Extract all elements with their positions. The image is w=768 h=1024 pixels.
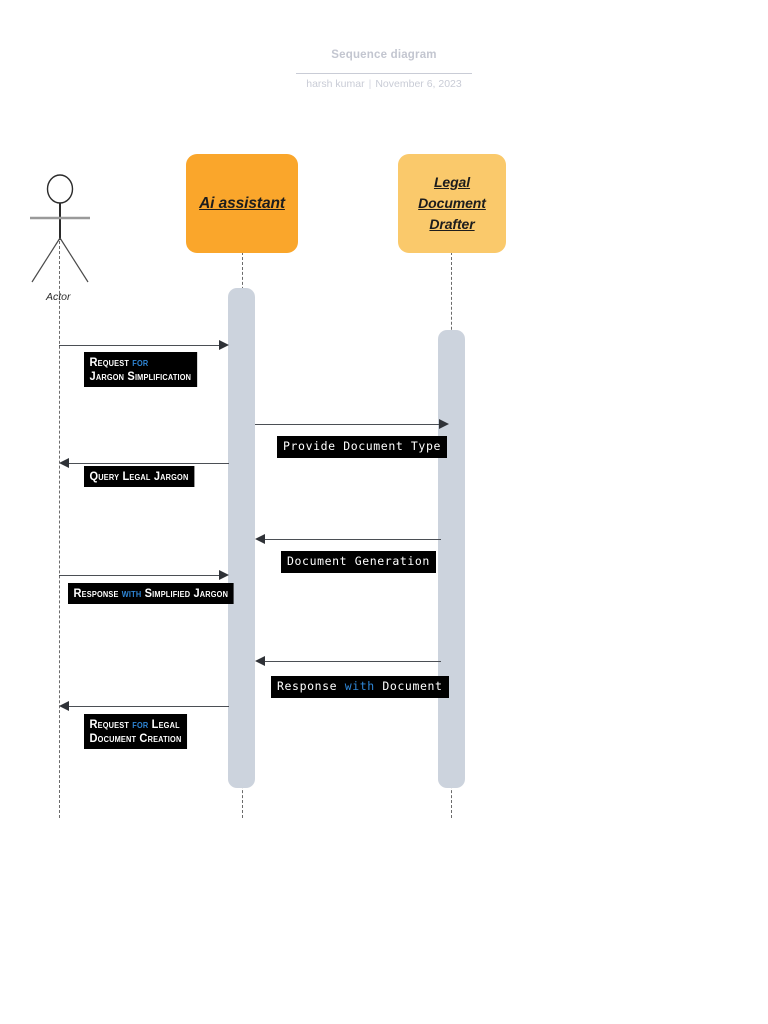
participant-label-legal-document-drafter: Legal Document Drafter — [418, 172, 486, 235]
activation-bar-ai-assistant — [228, 288, 255, 788]
message-line-7 — [69, 706, 229, 707]
message-arrowhead-6 — [255, 656, 265, 666]
message-arrowhead-2 — [439, 419, 449, 429]
byline-author: harsh kumar — [306, 78, 365, 90]
message-label-4-text: Document Generation — [287, 554, 430, 568]
message-label-5-text: Response with Simplified Jargon — [73, 586, 229, 600]
message-label-2: Provide Document Type — [277, 436, 447, 458]
message-label-7: Request for Legal Document Creation — [84, 714, 187, 749]
document-header: Sequence diagram harsh kumar|November 6,… — [0, 48, 768, 91]
message-label-2-text: Provide Document Type — [283, 439, 441, 453]
message-label-1-line-1: Request for — [89, 355, 149, 369]
message-line-6 — [265, 661, 441, 662]
byline: harsh kumar|November 6, 2023 — [0, 77, 768, 91]
message-line-2 — [255, 424, 441, 425]
participant-actor[interactable] — [18, 172, 102, 284]
message-label-5: Response with Simplified Jargon — [68, 583, 234, 604]
message-label-3-text: Query Legal Jargon — [89, 469, 189, 483]
message-label-7-line-2: Document Creation — [89, 731, 182, 745]
message-arrowhead-4 — [255, 534, 265, 544]
participant-label-line-1: Legal — [433, 174, 471, 190]
participant-label-line-3: Drafter — [429, 216, 475, 232]
message-line-4 — [265, 539, 441, 540]
message-label-1-line-2: Jargon Simplification — [89, 369, 192, 383]
message-arrowhead-7 — [59, 701, 69, 711]
message-label-3: Query Legal Jargon — [84, 466, 194, 487]
byline-separator: | — [368, 78, 372, 90]
lifeline-actor — [59, 236, 60, 818]
actor-stick-figure-icon — [30, 174, 90, 283]
message-line-5 — [59, 575, 222, 576]
message-label-6: Response with Document — [271, 676, 449, 698]
message-line-1 — [59, 345, 222, 346]
header-divider — [296, 73, 472, 74]
message-label-6-text: Response with Document — [277, 679, 443, 693]
message-label-4: Document Generation — [281, 551, 436, 573]
message-label-1: Request for Jargon Simplification — [84, 352, 197, 387]
message-label-7-line-1: Request for Legal — [89, 717, 180, 731]
message-line-3 — [69, 463, 229, 464]
byline-date: November 6, 2023 — [375, 78, 462, 90]
message-arrowhead-1 — [219, 340, 229, 350]
page-title: Sequence diagram — [331, 49, 437, 61]
participant-legal-document-drafter[interactable]: Legal Document Drafter — [398, 154, 506, 253]
message-arrowhead-3 — [59, 458, 69, 468]
participant-label-actor: Actor — [46, 291, 71, 303]
participant-label-ai-assistant: Ai assistant — [199, 195, 285, 212]
activation-bar-legal-document-drafter — [438, 330, 465, 788]
participant-ai-assistant[interactable]: Ai assistant — [186, 154, 298, 253]
message-arrowhead-5 — [219, 570, 229, 580]
participant-label-line-2: Document — [418, 195, 486, 211]
